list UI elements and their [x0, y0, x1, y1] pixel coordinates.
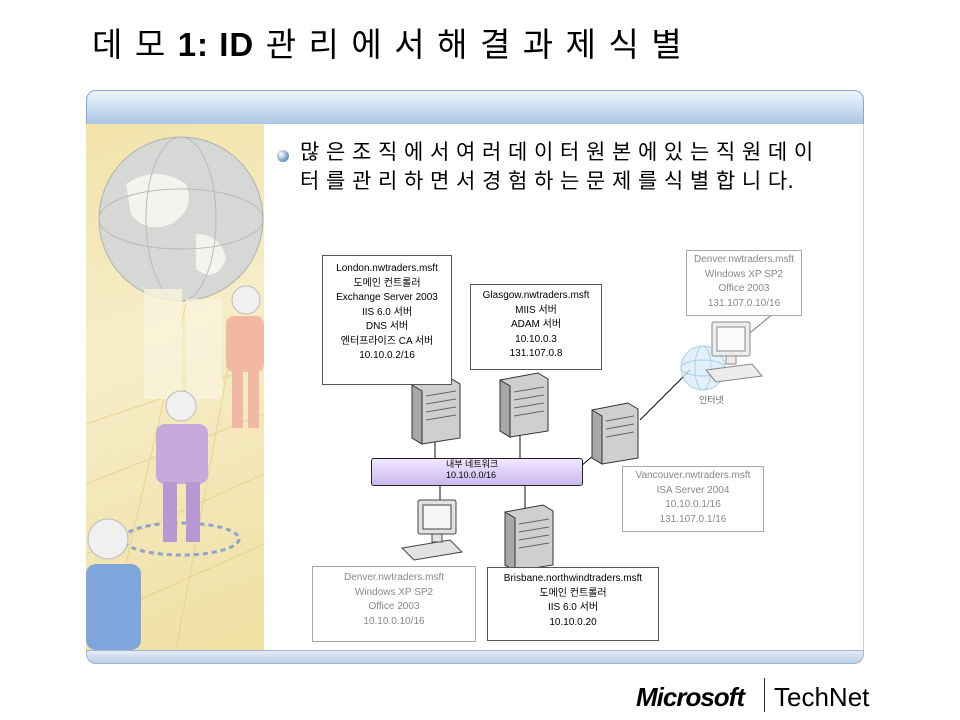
glasgow-role-1: MIIS 서버 [515, 304, 557, 316]
slide-title: 데 모 1: ID 관 리 에 서 해 결 과 제 식 별 [92, 18, 683, 66]
internal-network-bar: 내부 네트워크 10.10.0.0/16 [371, 458, 583, 486]
london-role-4: DNS 서버 [365, 321, 409, 332]
brand-name: Microsoft [636, 682, 745, 712]
microsoft-technet-logo: Microsoft TechNet [636, 676, 936, 716]
bullet-text: 많 은 조 직 에 서 여 러 데 이 터 원 본 에 있 는 직 원 데 이 … [300, 140, 814, 193]
server-glasgow [499, 372, 549, 438]
denver-top-os: Windows XP SP2 [704, 268, 784, 280]
node-denver-top: Denver.nwtraders.msft Windows XP SP2 Off… [686, 250, 802, 316]
brisbane-role-1: 도메인 컨트롤러 [539, 587, 607, 599]
glasgow-ip-2: 131.107.0.8 [509, 348, 563, 359]
glasgow-hostname: Glasgow.nwtraders.msft [482, 290, 590, 301]
server-brisbane [504, 504, 554, 572]
content-panel [86, 90, 864, 664]
decorative-artwork [86, 124, 264, 650]
london-role-1: 도메인 컨트롤러 [353, 277, 421, 289]
denver-bottom-ip: 10.10.0.10/16 [363, 615, 425, 627]
glasgow-ip-1: 10.10.0.3 [515, 333, 557, 345]
london-hostname: London.nwtraders.msft [336, 263, 438, 274]
node-glasgow: Glasgow.nwtraders.msft MIIS 서버 ADAM 서버 1… [470, 284, 602, 370]
node-denver-bottom: Denver.nwtraders.msft Windows XP SP2 Off… [312, 566, 476, 642]
product-name: TechNet [774, 682, 870, 712]
title-suffix: 관 리 에 서 해 결 과 제 식 별 [254, 25, 683, 64]
workstation-denver-bottom [400, 499, 464, 561]
london-role-2: Exchange Server 2003 [336, 292, 438, 303]
network-name: 내부 네트워크 [446, 459, 499, 469]
vancouver-ip-2: 131.107.0.1/16 [659, 513, 727, 525]
denver-top-ip: 131.107.0.10/16 [707, 297, 781, 309]
london-role-5: 엔터프라이즈 CA 서버 [340, 335, 434, 347]
denver-top-office: Office 2003 [718, 283, 770, 294]
node-vancouver: Vancouver.nwtraders.msft ISA Server 2004… [622, 466, 764, 532]
london-ip: 10.10.0.2/16 [359, 350, 415, 361]
server-london [411, 377, 461, 445]
denver-bottom-hostname: Denver.nwtraders.msft [343, 572, 445, 583]
person-figure-peach [226, 285, 264, 428]
internet-label: 인터넷 [699, 395, 724, 405]
server-vancouver [591, 402, 639, 465]
denver-bottom-office: Office 2003 [368, 601, 420, 612]
brisbane-hostname: Brisbane.northwindtraders.msft [503, 573, 643, 584]
denver-bottom-os: Windows XP SP2 [354, 586, 434, 598]
brisbane-role-2: IIS 6.0 서버 [547, 602, 599, 613]
denver-top-hostname: Denver.nwtraders.msft [693, 254, 795, 265]
vancouver-role: ISA Server 2004 [656, 484, 730, 496]
node-london: London.nwtraders.msft 도메인 컨트롤러 Exchange … [322, 255, 452, 385]
vancouver-ip-1: 10.10.0.1/16 [665, 499, 721, 510]
vancouver-hostname: Vancouver.nwtraders.msft [635, 470, 751, 481]
node-brisbane: Brisbane.northwindtraders.msft 도메인 컨트롤러 … [487, 567, 659, 641]
person-figure-blue [86, 518, 141, 650]
workstation-denver-top [705, 321, 763, 383]
panel-footer-bar [86, 650, 864, 664]
glasgow-role-2: ADAM 서버 [510, 319, 562, 330]
london-role-3: IIS 6.0 서버 [361, 306, 413, 318]
brisbane-ip: 10.10.0.20 [549, 616, 597, 628]
title-bold: 1: ID [177, 26, 255, 63]
bullet-icon [277, 150, 289, 162]
person-figure-purple [121, 390, 241, 557]
logo-divider [764, 678, 765, 712]
title-prefix: 데 모 [92, 25, 178, 64]
network-subnet: 10.10.0.0/16 [446, 470, 497, 480]
